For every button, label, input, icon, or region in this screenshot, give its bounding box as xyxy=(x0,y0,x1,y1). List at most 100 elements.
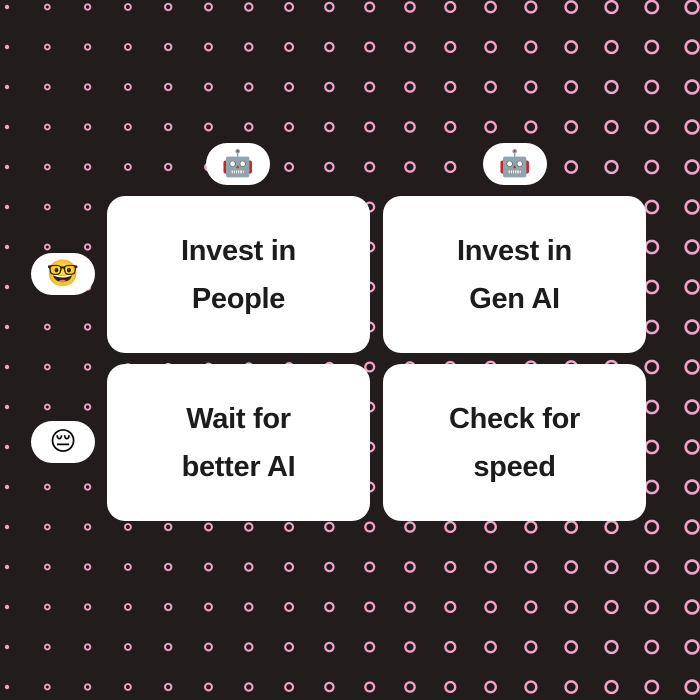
background-dot xyxy=(684,0,700,15)
background-dot xyxy=(484,600,497,614)
background-dot xyxy=(644,439,660,455)
background-dot xyxy=(604,79,619,95)
background-dot xyxy=(564,0,579,14)
background-dot xyxy=(123,3,132,11)
background-dot xyxy=(444,520,457,534)
background-dot xyxy=(123,123,132,131)
background-dot xyxy=(123,563,132,571)
background-dot xyxy=(564,560,579,574)
background-dot xyxy=(43,3,51,11)
background-dot xyxy=(444,0,457,14)
background-dot xyxy=(604,599,619,615)
background-dot xyxy=(644,359,660,375)
background-dot xyxy=(604,519,619,535)
background-dot xyxy=(83,563,92,571)
background-dot xyxy=(244,562,254,572)
background-dot xyxy=(524,560,538,574)
background-dot xyxy=(4,244,10,250)
background-dot xyxy=(43,83,51,91)
background-dot xyxy=(164,522,173,532)
background-dot xyxy=(204,522,213,532)
background-dot xyxy=(204,602,213,612)
background-dot xyxy=(123,43,132,51)
background-dot xyxy=(324,521,335,533)
background-dot xyxy=(43,163,51,171)
background-dot xyxy=(644,199,660,215)
background-dot xyxy=(524,520,538,534)
nerd-face-icon: 🤓 xyxy=(46,259,80,289)
background-dot xyxy=(244,642,254,652)
background-dot xyxy=(164,562,173,572)
background-dot xyxy=(4,324,10,330)
background-dot xyxy=(364,121,376,133)
background-dot xyxy=(43,123,51,131)
background-dot xyxy=(404,601,416,613)
background-dot xyxy=(324,121,335,133)
robot-icon: 🤖 xyxy=(498,149,532,179)
background-dot xyxy=(164,682,173,692)
pensive-face-icon: 😔 xyxy=(49,427,77,457)
background-dot xyxy=(404,81,416,93)
background-dot xyxy=(4,604,10,610)
background-dot xyxy=(644,519,660,535)
background-dot xyxy=(164,82,173,92)
background-dot xyxy=(684,679,700,695)
background-dot xyxy=(83,83,92,91)
background-dot xyxy=(364,681,376,693)
background-dot xyxy=(644,639,660,655)
background-dot xyxy=(324,601,335,613)
background-dot xyxy=(123,683,132,691)
background-dot xyxy=(404,641,416,653)
background-dot xyxy=(43,683,51,691)
background-dot xyxy=(684,279,700,295)
background-dot xyxy=(4,84,10,90)
background-dot xyxy=(83,523,92,531)
background-dot xyxy=(484,0,497,14)
row-header-nerd-face: 🤓 xyxy=(31,253,95,295)
background-dot xyxy=(404,161,416,173)
background-dot xyxy=(404,681,416,693)
quadrant-card-bottom-left: Wait for better AI xyxy=(107,364,370,521)
quadrant-label-top-right: Invest in Gen AI xyxy=(457,234,572,315)
background-dot xyxy=(324,561,335,573)
background-dot xyxy=(244,42,254,52)
background-dot xyxy=(204,2,213,12)
background-dot xyxy=(284,122,295,132)
background-dot xyxy=(4,284,10,290)
background-dot xyxy=(4,484,10,490)
robot-lightning-icon: 🤖 xyxy=(221,149,255,179)
background-dot xyxy=(644,79,660,95)
background-dot xyxy=(644,0,660,15)
background-dot xyxy=(684,399,700,415)
background-dot xyxy=(444,600,457,614)
background-dot xyxy=(484,80,497,94)
quadrant-card-top-right: Invest in Gen AI xyxy=(383,196,646,353)
background-dot xyxy=(284,162,295,172)
background-dot xyxy=(364,81,376,93)
background-dot xyxy=(364,41,376,53)
background-dot xyxy=(484,680,497,694)
background-dot xyxy=(164,162,173,172)
background-dot xyxy=(524,600,538,614)
background-dot xyxy=(4,164,10,170)
background-dot xyxy=(284,2,295,12)
background-dot xyxy=(123,523,132,531)
background-dot xyxy=(604,639,619,655)
background-dot xyxy=(604,0,619,15)
background-dot xyxy=(244,682,254,692)
background-dot xyxy=(43,243,51,251)
background-dot xyxy=(604,559,619,575)
background-dot xyxy=(43,563,51,571)
background-dot xyxy=(524,40,538,54)
background-dot xyxy=(204,122,213,132)
background-dot xyxy=(564,160,579,174)
background-dot xyxy=(244,82,254,92)
background-dot xyxy=(324,81,335,93)
background-dot xyxy=(284,522,295,532)
background-dot xyxy=(43,523,51,531)
background-dot xyxy=(524,640,538,654)
background-dot xyxy=(444,80,457,94)
background-dot xyxy=(684,519,700,535)
background-dot xyxy=(684,79,700,95)
background-dot xyxy=(484,560,497,574)
